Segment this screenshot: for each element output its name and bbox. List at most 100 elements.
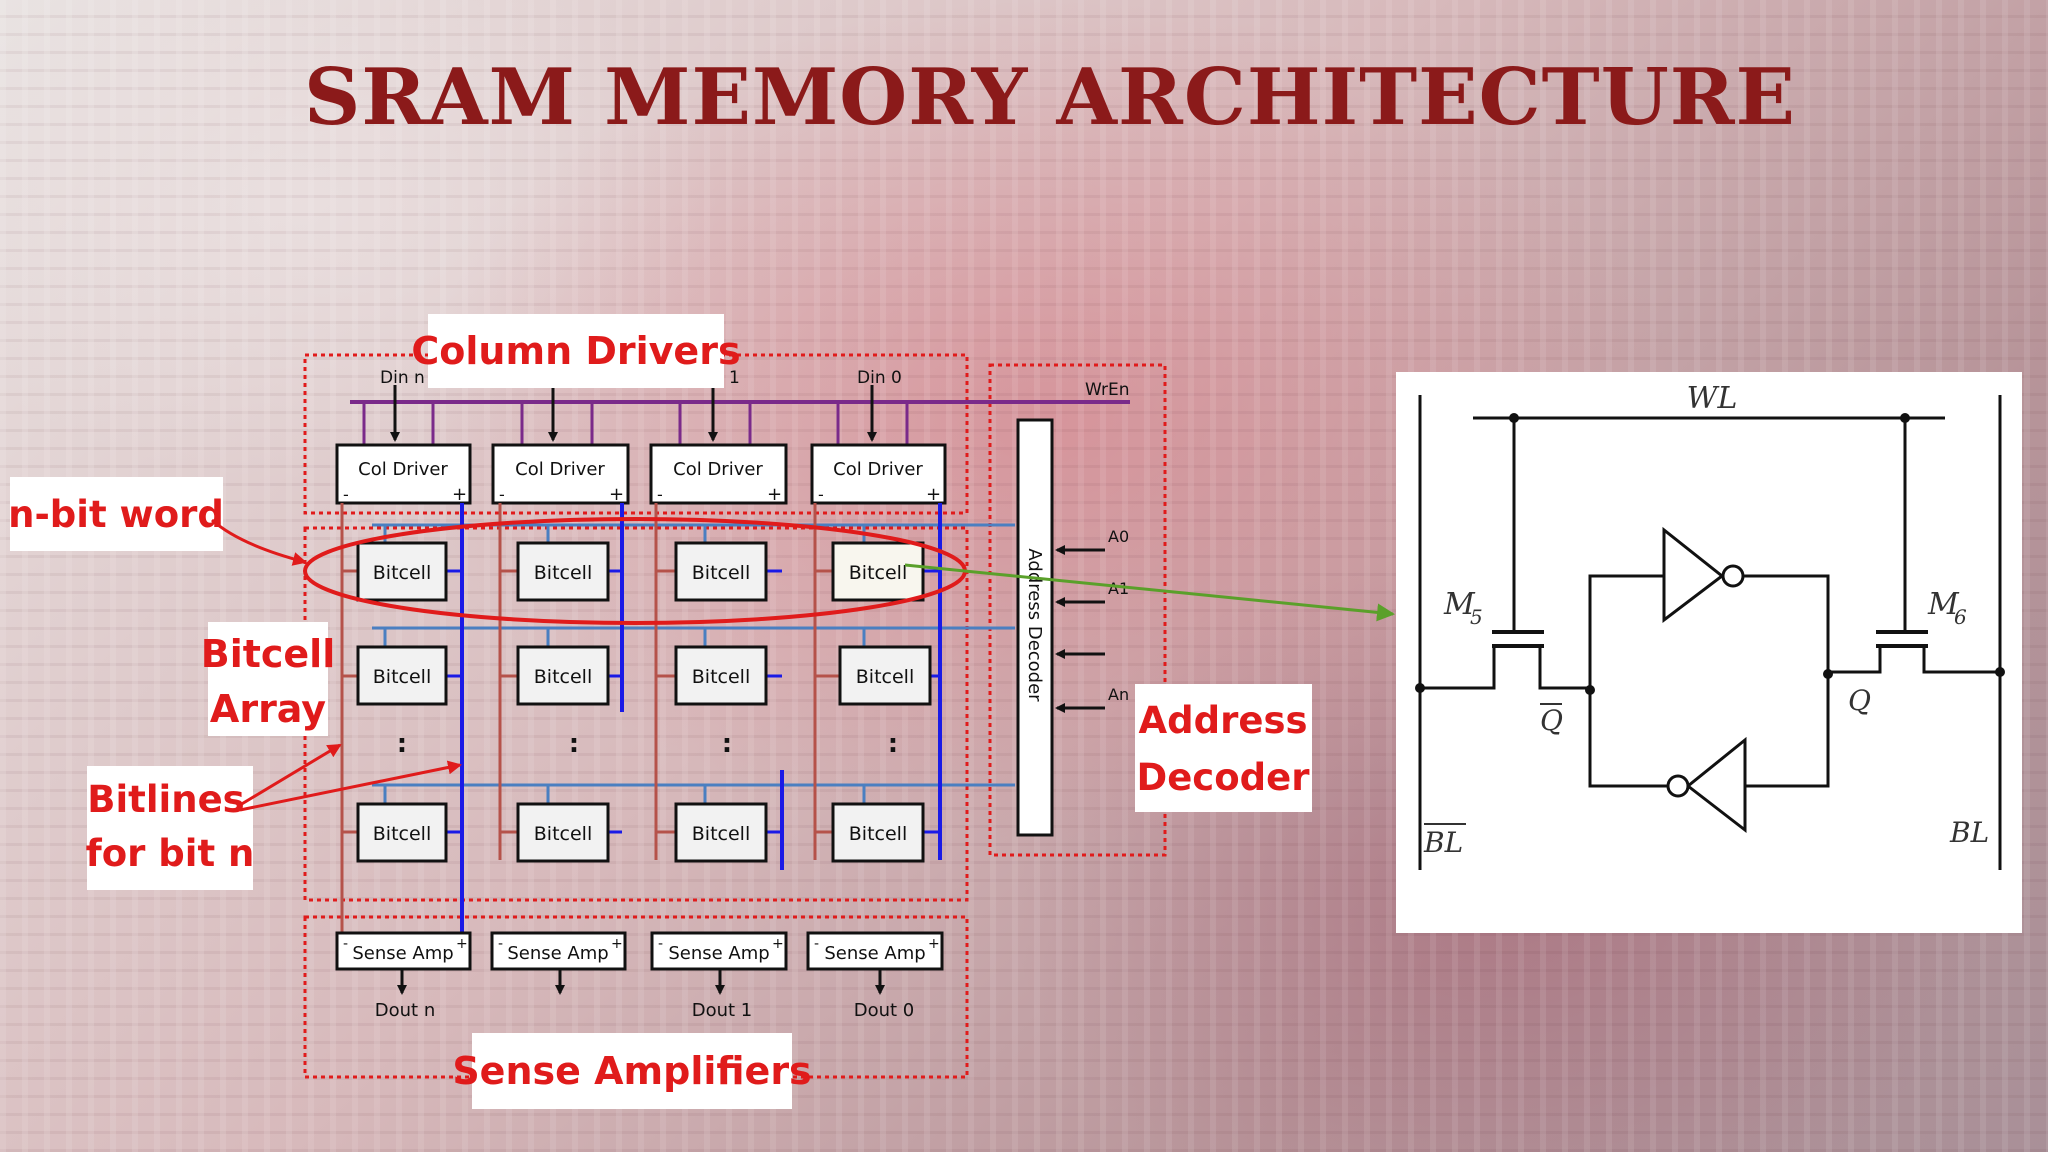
col-driver: Col Driver - +: [810, 385, 947, 505]
page-title: SRAM MEMORY ARCHITECTURE: [303, 52, 1797, 143]
sense-amp: Sense Amp - +: [490, 931, 627, 995]
address-decoder-region: [988, 363, 1167, 857]
svg-text:+: +: [928, 936, 940, 952]
svg-text:Bitcell: Bitcell: [692, 562, 750, 584]
svg-text:Address: Address: [1139, 699, 1308, 742]
sense-amp: Sense Amp - +: [650, 931, 788, 995]
address-decoder-block: Address Decoder A0 A1 An: [1016, 418, 1129, 837]
bitlines: [340, 503, 942, 940]
svg-text:+: +: [767, 484, 782, 505]
col-driver: Col Driver - +: [335, 385, 472, 505]
din-0-label: Din 0: [857, 368, 902, 388]
bitcell: Bitcell: [342, 628, 462, 706]
svg-text:-: -: [343, 485, 349, 504]
svg-text:Bitcell: Bitcell: [849, 823, 907, 845]
svg-text:-: -: [657, 485, 663, 504]
svg-text:Bitcell: Bitcell: [534, 666, 592, 688]
bitcell: Bitcell: [815, 628, 940, 706]
sram-cell-schematic: WL M 5 M 6 Q Q BL BL: [1396, 372, 2022, 933]
svg-text:Col Driver: Col Driver: [833, 459, 923, 480]
bitcell-grid: Bitcell Bitcell Bitcell Bitcell Bitcell …: [342, 525, 940, 863]
row-ellipsis: :: [397, 729, 407, 759]
svg-text:Bitcell: Bitcell: [201, 632, 336, 676]
svg-text:Sense Amp: Sense Amp: [352, 943, 453, 964]
bitcell: Bitcell: [815, 525, 940, 602]
row-ellipsis: :: [569, 729, 579, 759]
svg-text:Address Decoder: Address Decoder: [1024, 548, 1045, 702]
row-ellipsis: :: [722, 729, 732, 759]
svg-text:n-bit word: n-bit word: [8, 493, 224, 536]
svg-text:Sense Amp: Sense Amp: [507, 943, 608, 964]
callout-n-bit-word: n-bit word: [8, 477, 307, 566]
svg-text:-: -: [499, 485, 505, 504]
callout-sense-amplifiers: Sense Amplifiers: [452, 1033, 812, 1109]
svg-text:Bitcell: Bitcell: [849, 562, 907, 584]
col-driver-row: Col Driver - + Col Driver - + Col Driver…: [335, 385, 947, 505]
architecture-block: WrEn Din n Din 1 Din 0 Col Driver - + Co…: [303, 353, 1167, 1079]
svg-text:+: +: [772, 936, 784, 952]
zoom-arrow: [904, 563, 1395, 622]
col-driver: Col Driver - +: [649, 385, 788, 505]
svg-text:Array: Array: [210, 687, 326, 731]
svg-text:M: M: [1927, 587, 1960, 622]
svg-text:A0: A0: [1108, 527, 1129, 546]
svg-text:5: 5: [1470, 605, 1483, 629]
svg-text:-: -: [818, 485, 824, 504]
dout-0-label: Dout 0: [854, 1000, 915, 1021]
svg-text:Col Driver: Col Driver: [515, 459, 605, 480]
svg-text:-: -: [814, 936, 819, 952]
svg-text:Col Driver: Col Driver: [358, 459, 448, 480]
svg-text:6: 6: [1954, 605, 1967, 629]
din-n-label: Din n: [380, 368, 425, 388]
svg-text:Bitcell: Bitcell: [692, 823, 750, 845]
q-bar-label: Q: [1540, 704, 1563, 737]
bitcell: Bitcell: [656, 785, 782, 863]
bitcell: Bitcell: [815, 785, 940, 863]
svg-text:Column Drivers: Column Drivers: [411, 329, 740, 373]
bitcell: Bitcell: [656, 628, 782, 706]
svg-text:Sense Amp: Sense Amp: [824, 943, 925, 964]
svg-text:-: -: [343, 936, 348, 952]
sense-amp-row: Sense Amp - + Sense Amp - + Sense Amp - …: [335, 931, 944, 995]
wren-label: WrEn: [1085, 380, 1130, 400]
bitcell: Bitcell: [656, 525, 782, 602]
bitcell: Bitcell: [500, 628, 622, 706]
bl-bar-label: BL: [1423, 826, 1463, 859]
svg-text:Bitcell: Bitcell: [534, 823, 592, 845]
callout-column-drivers: Column Drivers: [411, 314, 741, 388]
svg-text:Sense Amp: Sense Amp: [668, 943, 769, 964]
svg-text:-: -: [498, 936, 503, 952]
svg-text:-: -: [658, 936, 663, 952]
svg-text:Bitcell: Bitcell: [373, 666, 431, 688]
callout-bitlines: Bitlines for bit n: [86, 743, 462, 890]
q-label: Q: [1848, 684, 1871, 717]
svg-text:An: An: [1108, 685, 1129, 704]
svg-text:+: +: [452, 484, 467, 505]
svg-text:Col Driver: Col Driver: [673, 459, 763, 480]
sense-amp: Sense Amp - +: [806, 931, 944, 995]
svg-text:Bitcell: Bitcell: [692, 666, 750, 688]
svg-text:+: +: [456, 936, 468, 952]
svg-text:Decoder: Decoder: [1137, 756, 1311, 799]
svg-text:Bitcell: Bitcell: [856, 666, 914, 688]
svg-text:Bitcell: Bitcell: [534, 562, 592, 584]
wl-label: WL: [1687, 381, 1738, 416]
row-ellipsis: :: [888, 729, 898, 759]
svg-text:Bitcell: Bitcell: [373, 823, 431, 845]
bitcell: Bitcell: [342, 525, 462, 602]
svg-text:A1: A1: [1108, 579, 1129, 598]
svg-text:for bit n: for bit n: [86, 832, 255, 875]
svg-text:M: M: [1443, 587, 1476, 622]
bitcell: Bitcell: [500, 525, 622, 602]
col-driver: Col Driver - +: [491, 385, 630, 505]
svg-text:+: +: [926, 484, 941, 505]
svg-text:Bitlines: Bitlines: [87, 778, 244, 821]
callout-address-decoder: Address Decoder: [1135, 684, 1312, 812]
svg-text:Bitcell: Bitcell: [373, 562, 431, 584]
sense-amp: Sense Amp - +: [335, 931, 472, 995]
bitcell: Bitcell: [342, 785, 462, 863]
dout-n-label: Dout n: [375, 1000, 435, 1021]
bitcell: Bitcell: [500, 785, 622, 863]
dout-1-label: Dout 1: [692, 1000, 753, 1021]
